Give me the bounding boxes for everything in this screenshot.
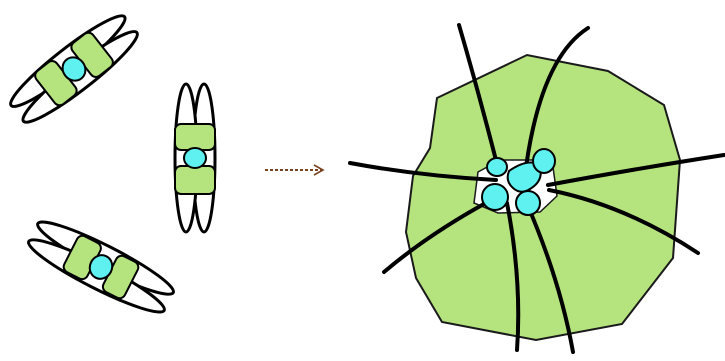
centromere	[184, 148, 206, 168]
chromosome-cluster	[350, 25, 724, 352]
chromatid-band	[175, 124, 215, 150]
centromere	[516, 191, 540, 215]
centromere	[482, 184, 508, 210]
chromosome-vertical-middle	[175, 84, 215, 232]
chromatid-band	[175, 166, 215, 194]
chromosome-diagonal-bottom-left	[23, 213, 178, 321]
centromere	[487, 158, 507, 176]
chromosome-diagonal-top-left	[4, 7, 145, 130]
centromere	[533, 149, 555, 173]
